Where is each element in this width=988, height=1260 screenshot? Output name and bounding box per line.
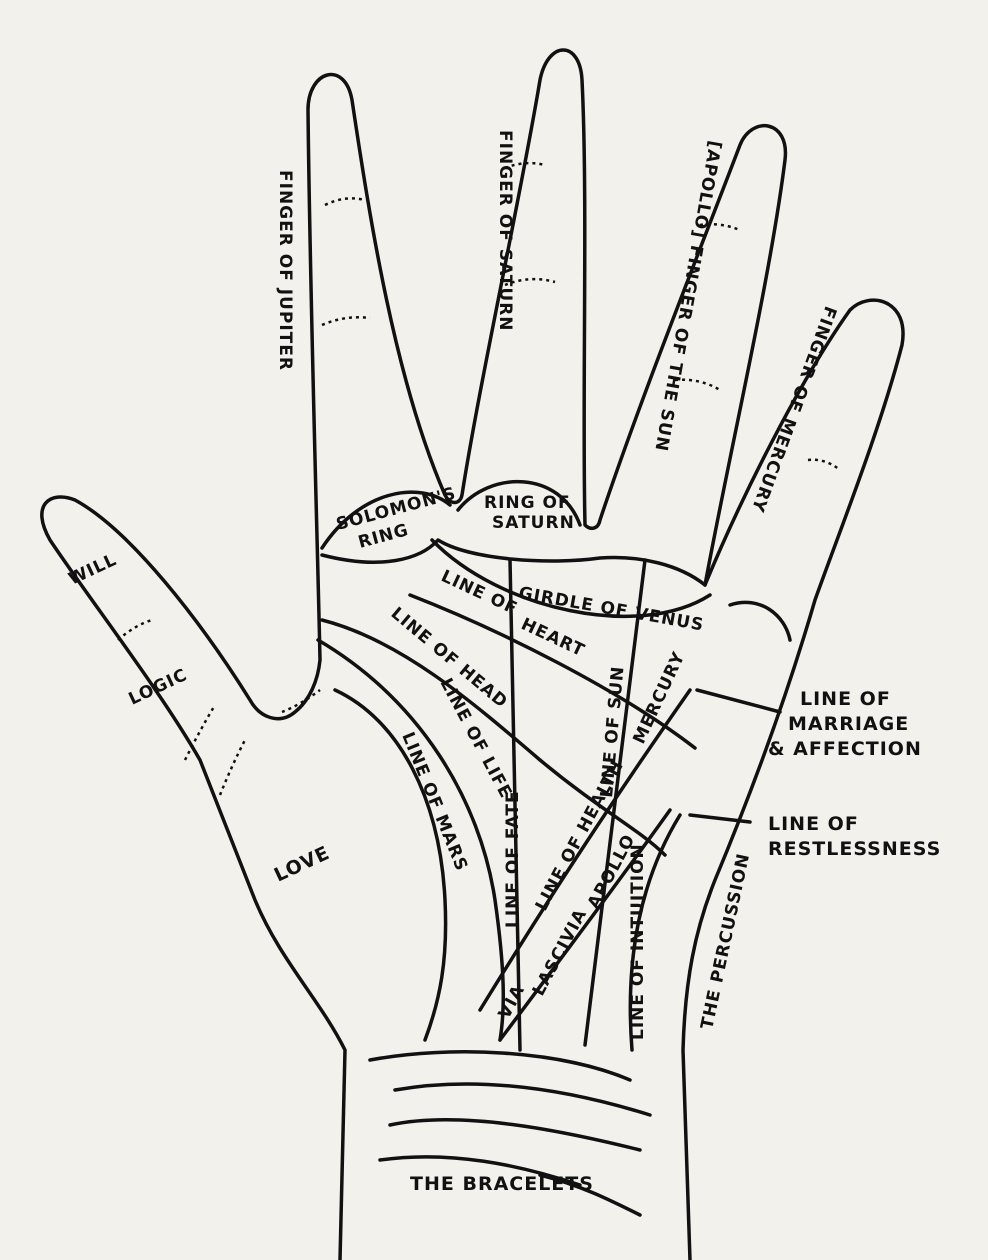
label-restlessness-1: LINE OF [768,813,859,835]
via-lascivia-line [498,808,672,1042]
fate-line [508,558,522,1052]
label-the-percussion: THE PERCUSSION [697,851,754,1031]
label-finger-mercury: FINGER OF MERCURY [747,303,840,515]
label-ring-of-saturn-2: SATURN [492,513,575,533]
label-marriage-1: LINE OF [800,688,891,710]
health-line [478,688,692,1012]
mount-line [320,538,707,587]
label-finger-jupiter: FINGER OF JUPITER [275,170,295,371]
bracelet-lines [368,1050,652,1217]
girdle-of-venus-line [430,538,712,619]
label-line-of-mars: LINE OF MARS [397,729,471,874]
marriage-pointer [695,688,782,714]
head-line [320,618,667,857]
label-ring-of-saturn-1: RING OF [484,493,571,513]
label-line-of-intuition: LINE OF INTUITION [628,843,648,1040]
label-finger-sun: [APOLLO] FINGER OF THE SUN [650,139,724,453]
life-line [316,638,506,1042]
ring-of-saturn [456,480,582,527]
mars-line [333,688,448,1042]
label-marriage-2: MARRIAGE [788,713,909,735]
label-finger-saturn: FINGER OF SATURN [495,130,515,332]
label-via: VIA [495,981,529,1022]
restlessness-pointer [688,813,752,824]
label-the-bracelets: THE BRACELETS [410,1173,594,1195]
finger-joint-marks [117,161,841,796]
label-logic: LOGIC [126,665,191,710]
label-restlessness-2: RESTLESSNESS [768,838,941,860]
label-line-of-heart-2: HEART [518,614,588,661]
label-will: WILL [66,550,120,590]
hand-outline [40,48,905,1260]
intuition-line [628,813,682,1052]
label-love: LOVE [271,842,334,887]
label-line-of-fate: LINE OF FATE [503,790,523,928]
label-marriage-3: & AFFECTION [768,738,922,760]
heart-line [408,593,697,750]
solomons-ring [320,490,452,550]
